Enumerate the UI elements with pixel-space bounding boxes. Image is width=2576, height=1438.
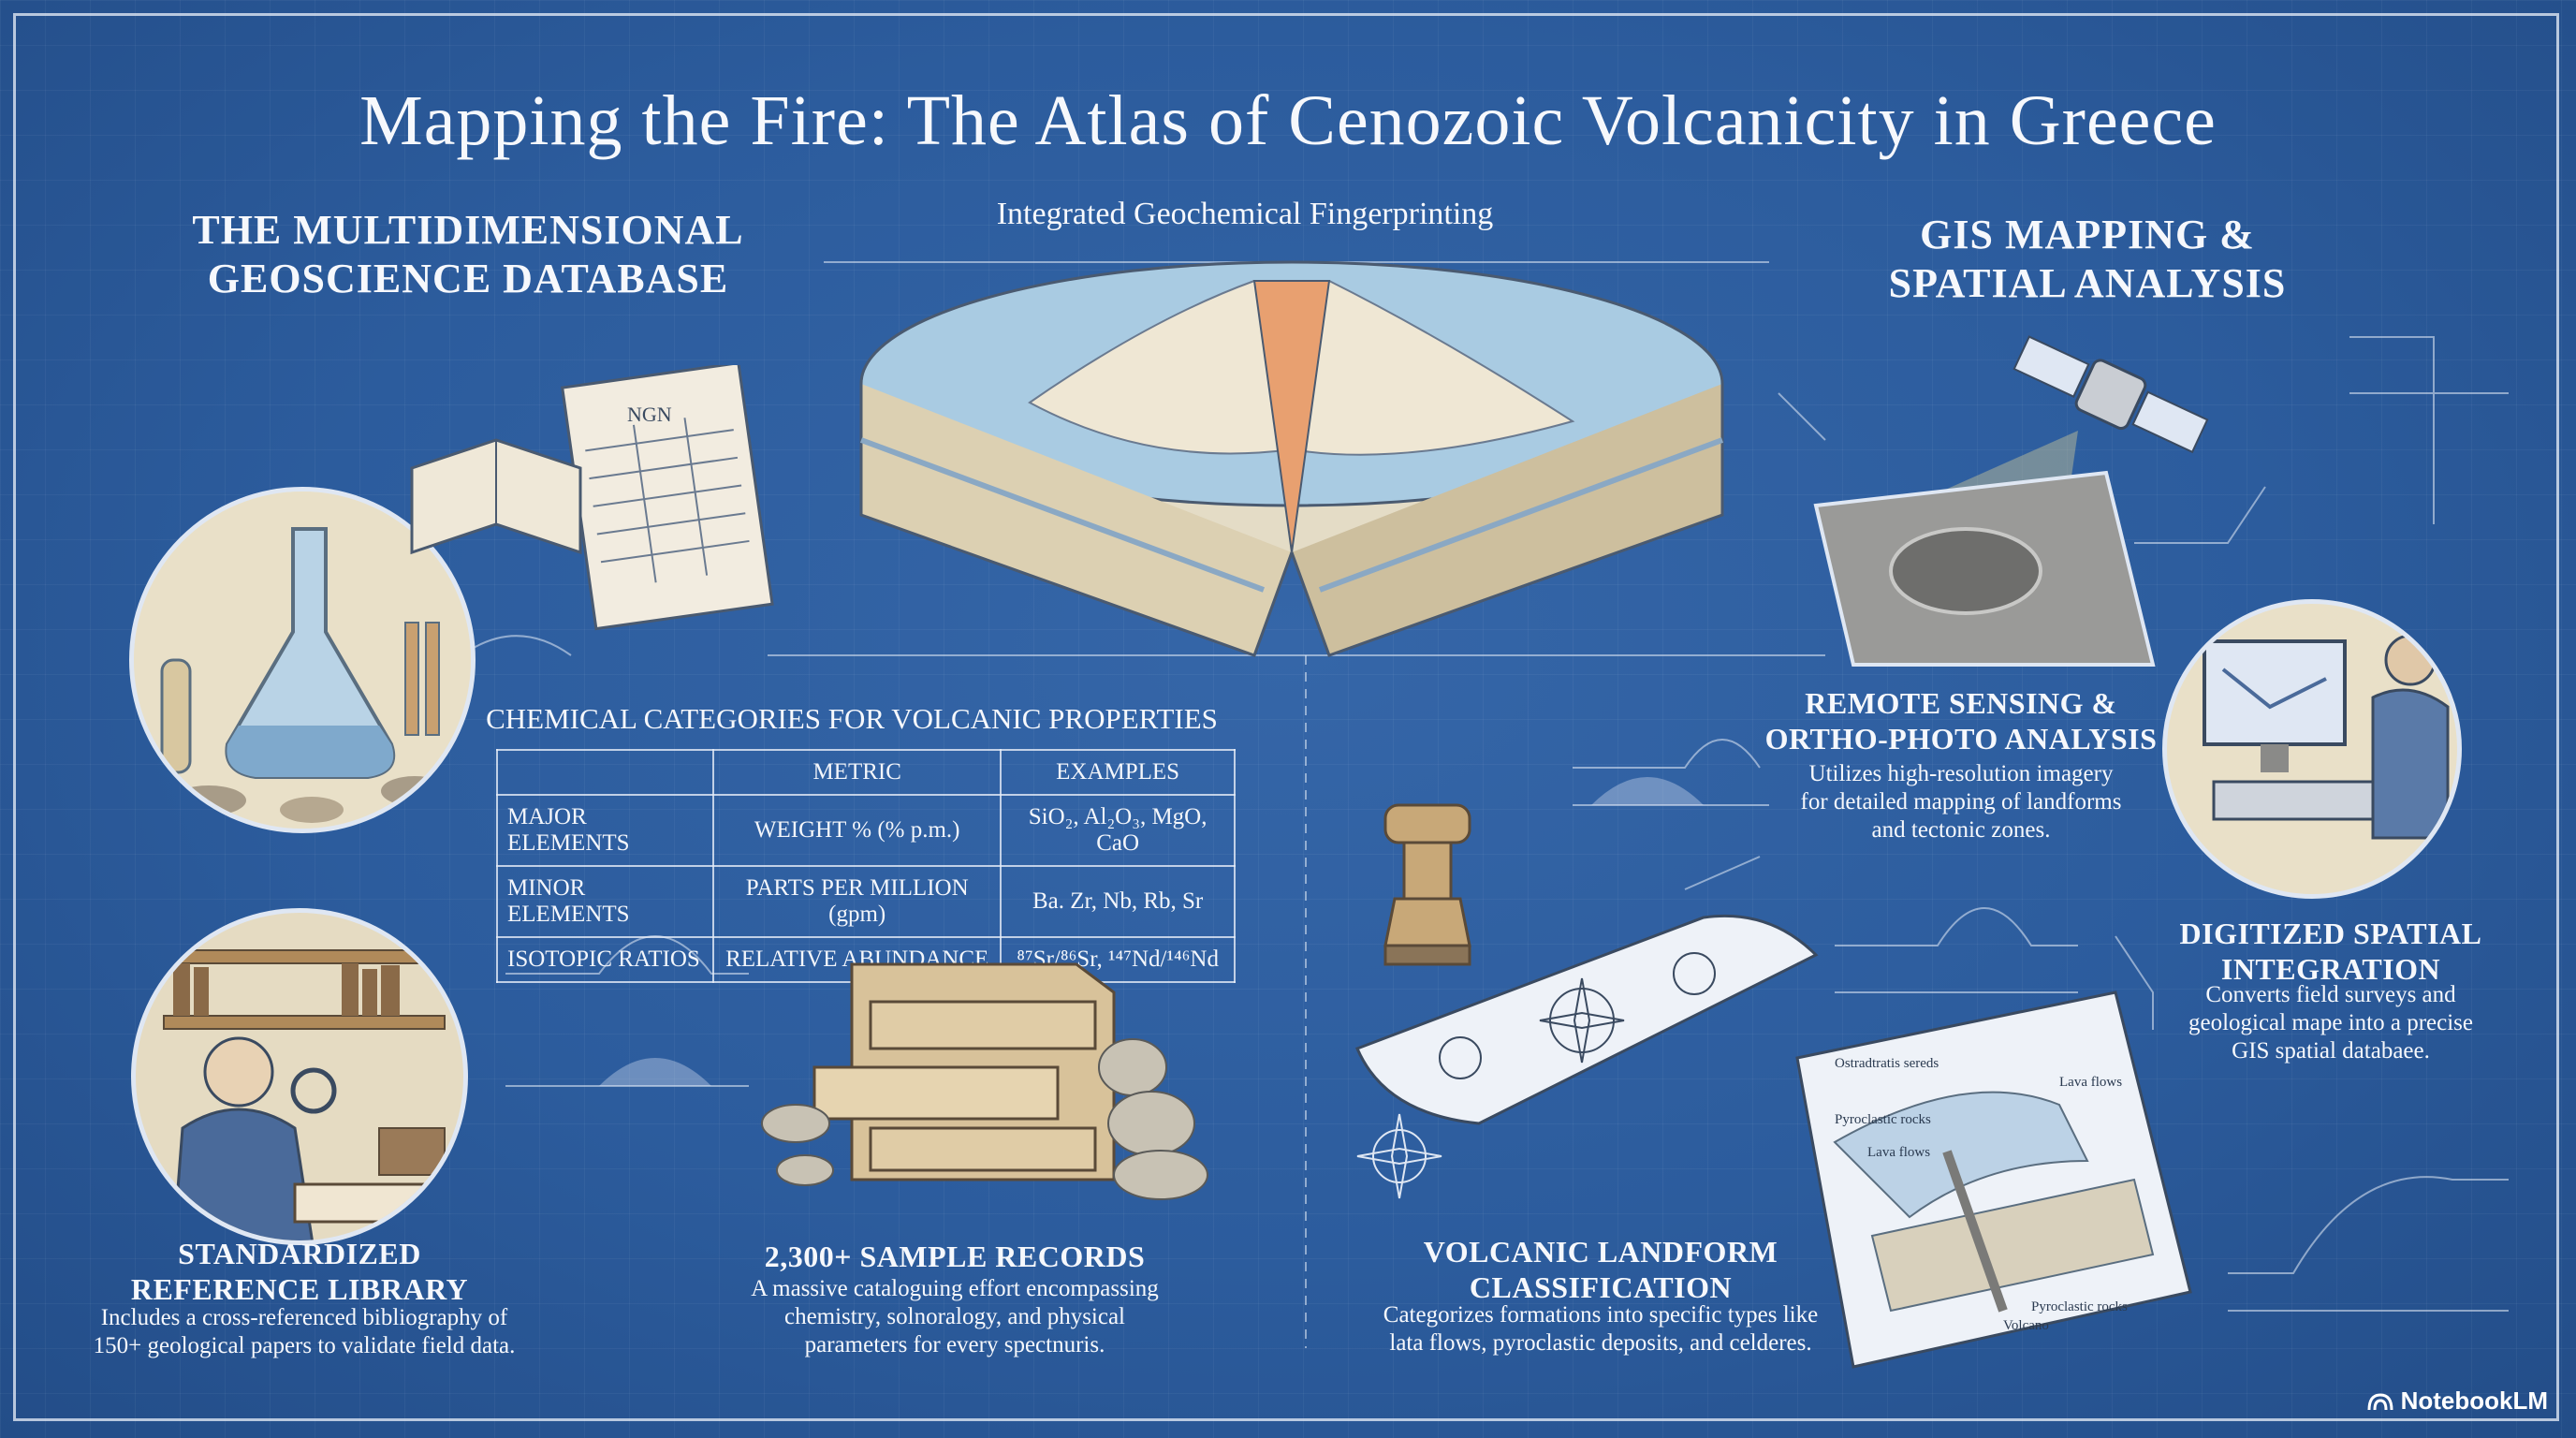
theodolite-map-illustration (1355, 803, 1819, 1125)
digitized-desc-line1: Converts field surveys and (2205, 982, 2456, 1007)
library-illustration (131, 908, 468, 1245)
notebook-label: NGN (627, 403, 672, 426)
map-label-e: Volcano (2003, 1318, 2049, 1333)
table-cell: MAJOR ELEMENTS (495, 794, 715, 867)
volcano-block-diagram (859, 260, 1724, 657)
chem-table-header-2: EXAMPLES (1000, 749, 1236, 796)
landform-desc-line2: lata flows, pyroclastic deposits, and ce… (1389, 1330, 1812, 1356)
landform-desc-line1: Categorizes formations into specific typ… (1383, 1302, 1819, 1328)
computer-illustration (2162, 599, 2462, 899)
library-desc: Includes a cross-referenced bibliography… (28, 1304, 580, 1360)
landform-heading-line2: CLASSIFICATION (1469, 1270, 1733, 1304)
library-desc-line1: Includes a cross-referenced bibliography… (100, 1305, 508, 1330)
library-heading: STANDARDIZED REFERENCE LIBRARY (84, 1236, 515, 1307)
fingerprint-heading: Integrated Geochemical Fingerprinting (996, 197, 1494, 231)
remote-sensing-desc: Utilizes high-resolution imagery for det… (1741, 760, 2181, 844)
table-cell: ⁸⁷Sr/⁸⁶Sr, ¹⁴⁷Nd/¹⁴⁶Nd (1000, 936, 1236, 983)
satellite-illustration (1813, 335, 2209, 667)
table-cell: MINOR ELEMENTS (495, 865, 715, 938)
database-heading-line2: GEOSCIENCE DATABASE (207, 256, 729, 301)
digitized-heading-line1: DIGITIZED SPATIAL (2179, 917, 2482, 950)
notebook-illustration: NGN (410, 365, 774, 631)
landform-desc: Categorizes formations into specific typ… (1310, 1301, 1891, 1357)
digitized-desc: Converts field surveys and geological ma… (2125, 981, 2537, 1065)
notebooklm-icon (2367, 1392, 2393, 1410)
digitized-desc-line3: GIS spatial databaee. (2232, 1038, 2430, 1064)
chem-table-header-1: METRIC (712, 749, 1003, 796)
page-title: Mapping the Fire: The Atlas of Cenozoic … (359, 81, 2217, 160)
remote-sensing-desc-line3: and tectonic zones. (1871, 817, 2051, 843)
map-label-d: Lava flows (2059, 1075, 2122, 1090)
monitor-icon (2203, 634, 2450, 840)
brand-label: NotebookLM (2400, 1387, 2548, 1415)
table-cell: WEIGHT % (% p.m.) (712, 794, 1003, 867)
table-cell: SiO₂, Al₂O₃, MgO, CaO (1000, 794, 1236, 867)
library-heading-line1: STANDARDIZED (178, 1237, 421, 1270)
table-cell: Ba. Zr, Nb, Rb, Sr (1000, 865, 1236, 938)
remote-sensing-heading-line1: REMOTE SENSING & (1805, 686, 2117, 720)
remote-sensing-desc-line2: for detailed mapping of landforms (1800, 789, 2122, 814)
sample-drawer-illustration (761, 962, 1208, 1200)
samples-desc: A massive cataloguing effort encompassin… (711, 1275, 1198, 1359)
samples-desc-line2: chemistry, solnoralogy, and physical (783, 1304, 1126, 1329)
table-row: MINOR ELEMENTS PARTS PER MILLION (gpm) B… (495, 865, 1236, 938)
table-cell: PARTS PER MILLION (gpm) (712, 865, 1003, 938)
remote-sensing-desc-line1: Utilizes high-resolution imagery (1808, 761, 2114, 786)
digitized-heading-line2: INTEGRATION (2220, 952, 2441, 986)
library-heading-line2: REFERENCE LIBRARY (130, 1272, 469, 1306)
landform-heading-line1: VOLCANIC LANDFORM (1423, 1235, 1778, 1269)
geological-map-illustration: Ostradtratis sereds Pyroclastic rocks La… (1795, 990, 2192, 1369)
page-frame (13, 13, 2559, 1421)
map-label-c: Lava flows (1867, 1145, 1930, 1160)
database-heading: THE MULTIDIMENSIONAL GEOSCIENCE DATABASE (187, 206, 749, 303)
gis-heading-line2: SPATIAL ANALYSIS (1888, 260, 2287, 306)
samples-desc-line1: A massive cataloguing effort encompassin… (751, 1276, 1159, 1301)
map-label-f: Pyroclastic rocks (2031, 1299, 2128, 1314)
scholar-magnifier-icon (163, 949, 446, 1240)
samples-desc-line3: parameters for every spectnuris. (804, 1332, 1105, 1357)
chem-table-header-0 (495, 749, 715, 796)
table-row: MAJOR ELEMENTS WEIGHT % (% p.m.) SiO₂, A… (495, 794, 1236, 867)
remote-sensing-heading: REMOTE SENSING & ORTHO-PHOTO ANALYSIS (1750, 685, 2172, 756)
library-desc-line2: 150+ geological papers to validate field… (93, 1333, 516, 1358)
brand-logo: NotebookLM (2367, 1387, 2548, 1416)
map-label-a: Ostradtratis sereds (1835, 1056, 1939, 1071)
digitized-desc-line2: geological mape into a precise (2188, 1010, 2474, 1035)
chem-table-title: CHEMICAL CATEGORIES FOR VOLCANIC PROPERT… (486, 702, 1218, 735)
remote-sensing-heading-line2: ORTHO-PHOTO ANALYSIS (1764, 722, 2158, 756)
chem-table-header-row: METRIC EXAMPLES (495, 749, 1236, 796)
digitized-heading: DIGITIZED SPATIAL INTEGRATION (2125, 916, 2537, 987)
table-cell: ISOTOPIC RATIOS (495, 936, 715, 983)
map-label-b: Pyroclastic rocks (1835, 1112, 1931, 1127)
database-heading-line1: THE MULTIDIMENSIONAL (192, 207, 744, 253)
samples-heading: 2,300+ SAMPLE RECORDS (764, 1240, 1146, 1273)
chem-table: METRIC EXAMPLES MAJOR ELEMENTS WEIGHT % … (495, 749, 1236, 983)
gis-heading-line1: GIS MAPPING & (1920, 212, 2255, 257)
landform-heading: VOLCANIC LANDFORM CLASSIFICATION (1376, 1234, 1825, 1305)
gis-heading: GIS MAPPING & SPATIAL ANALYSIS (1844, 211, 2331, 308)
